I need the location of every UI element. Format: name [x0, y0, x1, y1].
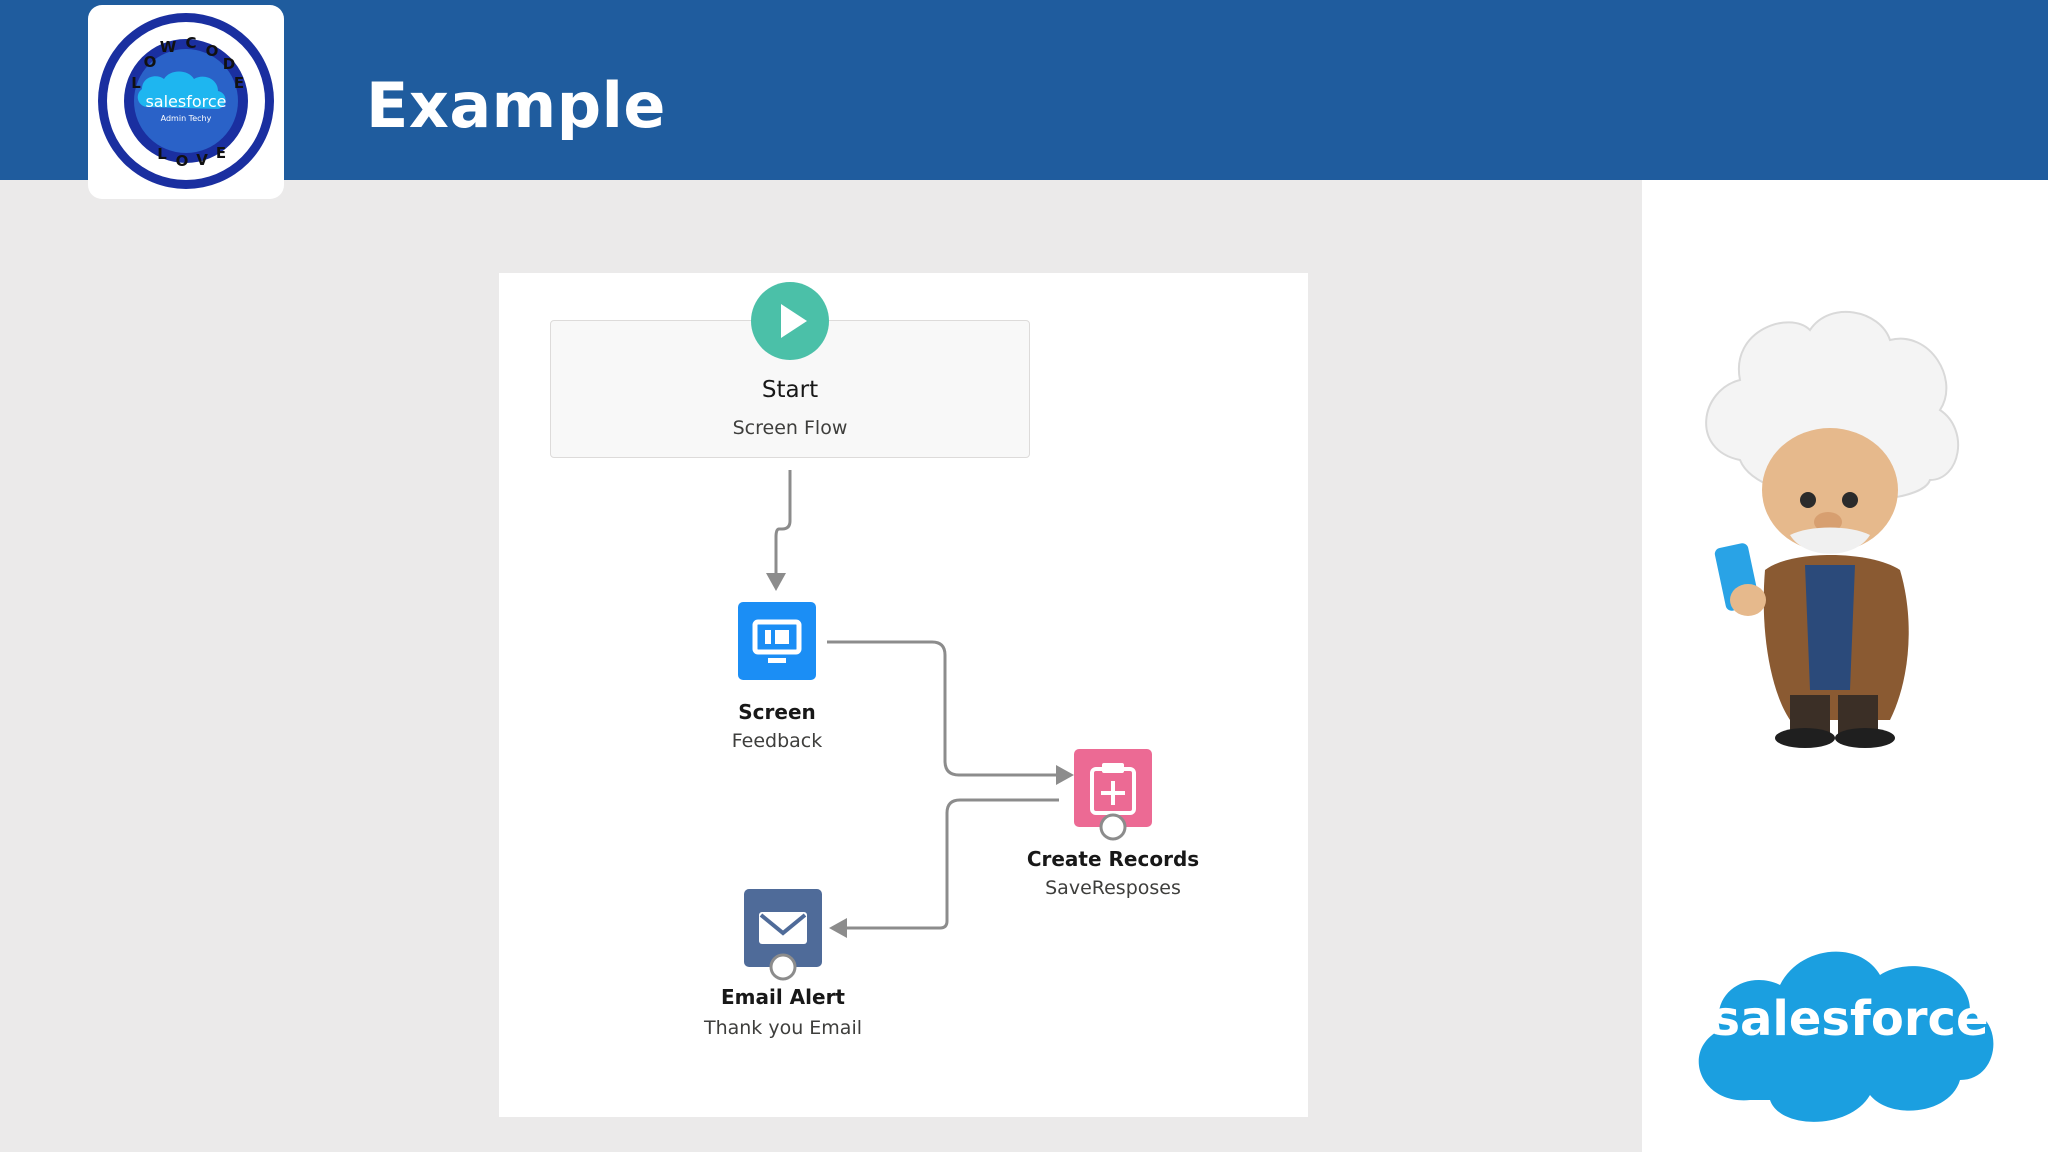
svg-text:O: O — [206, 42, 219, 60]
email-alert-subtitle: Thank you Email — [703, 1017, 863, 1039]
einstein-mascot-icon — [1705, 311, 1959, 748]
page-title: Example — [366, 69, 666, 142]
svg-text:L: L — [157, 145, 167, 163]
arrow-to-create — [1056, 765, 1074, 785]
svg-text:V: V — [196, 151, 208, 169]
salesforce-wordmark: salesforce — [1711, 991, 1989, 1047]
screen-subtitle: Feedback — [731, 730, 823, 752]
svg-text:E: E — [234, 74, 244, 92]
start-subtitle: Screen Flow — [732, 417, 848, 439]
screen-title: Screen — [738, 700, 816, 724]
svg-text:O: O — [144, 53, 157, 71]
flow-connectors — [766, 470, 1074, 938]
connector-create-email — [844, 798, 1059, 930]
svg-text:Admin Techy: Admin Techy — [161, 114, 212, 123]
svg-text:salesforce: salesforce — [145, 92, 226, 111]
svg-text:W: W — [160, 38, 177, 56]
create-records-subtitle: SaveResposes — [1045, 877, 1181, 899]
clipboard-plus-icon[interactable] — [1074, 749, 1152, 845]
start-title: Start — [761, 377, 819, 403]
connector-screen-create — [827, 640, 1059, 777]
flow-canvas: Start Screen Flow Screen Feedback Create… — [499, 273, 1308, 1117]
svg-text:E: E — [216, 144, 226, 162]
monitor-icon[interactable] — [738, 602, 816, 680]
arrow-to-email — [829, 918, 847, 938]
arrow-to-screen — [766, 573, 786, 591]
svg-text:D: D — [223, 55, 235, 73]
header-bar: Example — [0, 0, 2048, 180]
connector-start-screen — [774, 470, 792, 576]
svg-text:L: L — [131, 74, 141, 92]
svg-text:C: C — [185, 34, 196, 52]
salesforce-cloud-icon — [1698, 951, 1994, 1122]
email-alert-title: Email Alert — [721, 985, 845, 1009]
svg-text:O: O — [176, 152, 189, 170]
envelope-icon[interactable] — [744, 889, 822, 985]
logo-badge-icon: salesforce Admin Techy L O W C O D E L O… — [98, 13, 274, 189]
play-icon — [751, 282, 829, 360]
create-records-title: Create Records — [1026, 847, 1200, 871]
lowcode-love-logo: salesforce Admin Techy L O W C O D E L O… — [88, 5, 284, 199]
